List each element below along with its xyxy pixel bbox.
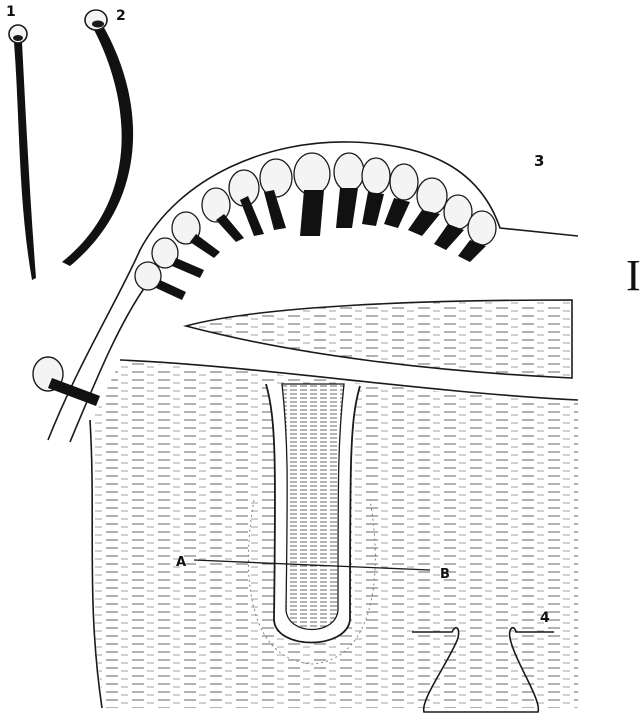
plate-number: I xyxy=(626,251,641,300)
figure-1-bristle xyxy=(9,25,36,280)
figure-2-bristle xyxy=(62,10,133,266)
figure-label-4: 4 xyxy=(540,610,550,626)
section-label-a: A xyxy=(176,555,186,570)
section-label-b: B xyxy=(440,567,450,582)
follicle-core xyxy=(282,384,344,630)
figure-label-2: 2 xyxy=(116,8,126,24)
lobe xyxy=(186,300,572,378)
figure-label-1: 1 xyxy=(6,4,16,20)
figure-3-section xyxy=(33,142,578,708)
figure-label-3: 3 xyxy=(534,152,544,170)
